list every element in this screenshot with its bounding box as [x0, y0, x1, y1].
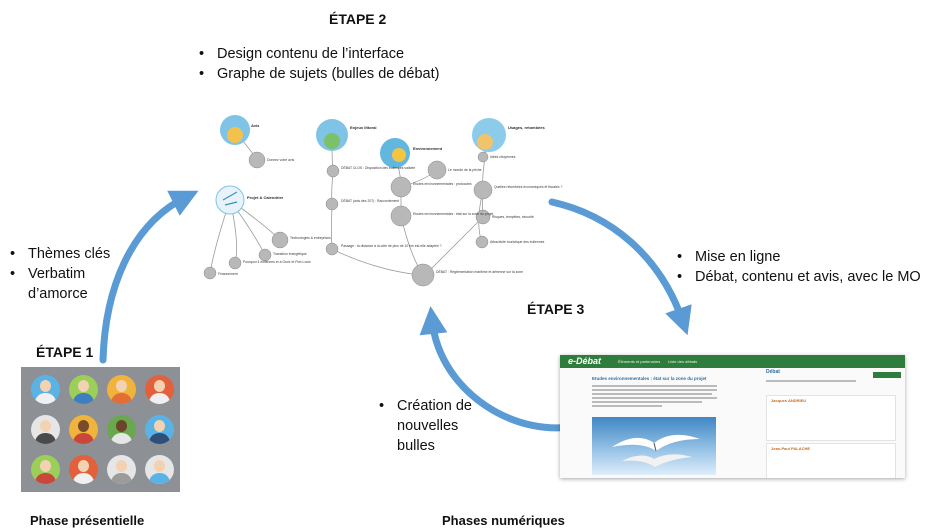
- topic-label: Financement: [218, 272, 238, 276]
- site-navbar: [560, 355, 905, 368]
- topic-label: Passage : la distance à la côte de plus …: [341, 244, 442, 248]
- topic-label: Attractivité touristique des éoliennes: [490, 240, 545, 244]
- step2-bullet: Design contenu de l’interface: [195, 44, 535, 64]
- hub-label: Avis: [251, 123, 260, 128]
- site-logo: e-Débat: [568, 356, 602, 366]
- hub-illustrations: [215, 115, 506, 215]
- site-article-title: Etudes environnementales : état sur la z…: [592, 376, 707, 381]
- topic-label: Etudes environnementales : protocoles: [413, 182, 472, 186]
- topic-label: Donnez votre avis: [267, 158, 294, 162]
- phase-digital-label: Phases numériques: [442, 513, 565, 528]
- topic-label: Technologies & entreprises: [290, 236, 331, 240]
- site-add-button[interactable]: [873, 372, 901, 378]
- topic-label: DÉBAT (avis des 207) : Raccordement: [341, 198, 399, 203]
- commenter-name: Jean-Paul PALACHE: [771, 446, 811, 451]
- step2-bullet: Graphe de sujets (bulles de débat): [195, 64, 535, 84]
- step1-bullet: Verbatim d’amorce: [6, 264, 108, 304]
- topic-label: Risques, tempêtes, sécurité: [492, 215, 534, 219]
- topic-label: Le monde de la pêche: [448, 168, 482, 172]
- topic-label: Pourquoi 4 éoliennes et à Groix et Port-…: [243, 260, 311, 264]
- comment-card: Jacques ANDRIEU: [766, 395, 896, 441]
- site-nav-link: Éléments et partenaires: [618, 359, 661, 364]
- commenter-name: Jacques ANDRIEU: [771, 398, 807, 403]
- topic-label: Idées citoyennes: [490, 155, 516, 159]
- step2-bullets: Design contenu de l’interface Graphe de …: [195, 44, 535, 84]
- step3-title: ÉTAPE 3: [527, 301, 585, 317]
- hub-label: Environnement: [413, 146, 443, 151]
- topic-graph: Avis Projet & Calendrier Enjeux littoral…: [203, 115, 563, 287]
- step2-title: ÉTAPE 2: [329, 11, 387, 27]
- comment-card: Jean-Paul PALACHE: [766, 443, 896, 478]
- site-debate-title: Débat: [766, 369, 780, 375]
- phase-presential-label: Phase présentielle: [30, 513, 145, 528]
- step3-bullets: Mise en ligne Débat, contenu et avis, av…: [673, 247, 948, 287]
- step1-bullet: Thèmes clés: [6, 244, 126, 264]
- hub-label: Projet & Calendrier: [247, 195, 284, 200]
- loop-bullet: Création de nouvelles bulles: [375, 396, 495, 456]
- step1-bullets: Thèmes clés Verbatim d’amorce: [6, 244, 126, 304]
- loop-bullets: Création de nouvelles bulles: [375, 396, 495, 456]
- topic-label: DÉBAT CLOS : Disposition des éoliennes v…: [341, 165, 415, 170]
- topic-label: DÉBAT : Réglementation maritime et aérie…: [436, 269, 523, 274]
- participants-image: [21, 367, 180, 492]
- website-screenshot: e-Débat Éléments et partenaires Liste de…: [560, 355, 905, 478]
- topic-label: Etudes environnementales : état sur la z…: [413, 212, 493, 216]
- topic-label: Quelles retombées économiques et fiscale…: [494, 185, 563, 189]
- step3-bullet: Débat, contenu et avis, avec le MO: [673, 267, 948, 287]
- seagull-icon: [612, 434, 700, 467]
- topic-label: Transition énergétique: [273, 252, 307, 256]
- hub-label: Usages, retombées: [508, 125, 545, 130]
- step3-bullet: Mise en ligne: [673, 247, 948, 267]
- hub-label: Enjeux littoral: [350, 125, 376, 130]
- site-nav-link: Liste des débats: [668, 359, 698, 364]
- arrow-step2-to-step3: [548, 198, 692, 336]
- seagull-photo: [592, 417, 716, 475]
- step1-title: ÉTAPE 1: [36, 344, 94, 360]
